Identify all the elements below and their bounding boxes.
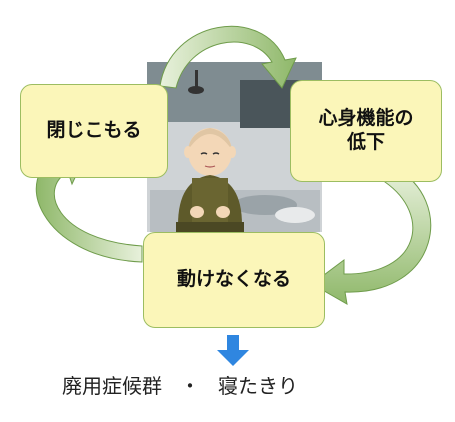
node-function-decline: 心身機能の 低下 [290, 80, 442, 182]
outcome-line: 廃用症候群 ・ 寝たきり [62, 370, 402, 399]
node-immobile: 動けなくなる [143, 232, 325, 328]
node-withdraw-label: 閉じこもる [46, 119, 142, 142]
node-withdraw: 閉じこもる [20, 84, 168, 178]
node-immobile-label: 動けなくなる [176, 268, 291, 291]
outcome-left: 廃用症候群 [62, 374, 162, 398]
arrow-top [159, 25, 297, 89]
outcome-separator: ・ [180, 374, 200, 398]
down-arrow-icon [217, 335, 249, 366]
node-decline-label: 心身機能の 低下 [318, 107, 414, 153]
arrow-right [311, 167, 432, 305]
outcome-right: 寝たきり [218, 374, 298, 398]
